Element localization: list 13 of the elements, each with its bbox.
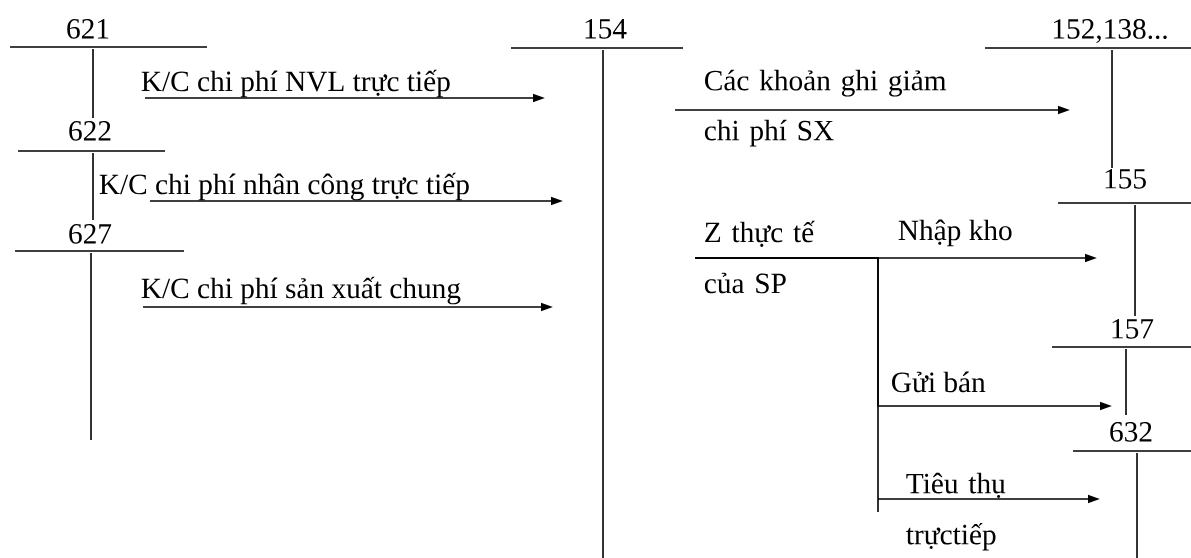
edge-label: K/C chi phí sản xuất chung <box>141 276 461 305</box>
edge-label: K/C chi phí NVL trực tiếp <box>141 69 450 98</box>
edge-label: Tiêu thụ trựctiếp <box>906 472 1006 551</box>
edge-label: Các khoản ghi giảm chi phí SX <box>704 69 947 147</box>
edge-label: Gửi bán <box>892 371 986 393</box>
t-account: 154 <box>510 19 684 558</box>
edge-label: K/C chi phí nhân công trực tiếp <box>99 172 469 201</box>
t-account: 632 <box>1072 422 1191 558</box>
edge-label: Nhập kho <box>898 219 1012 247</box>
t-account: 157 <box>1051 319 1191 416</box>
note-label: Z thực tế của SP <box>704 220 815 294</box>
t-account: 152,138... <box>984 19 1191 169</box>
t-account: 155 <box>1057 169 1191 317</box>
